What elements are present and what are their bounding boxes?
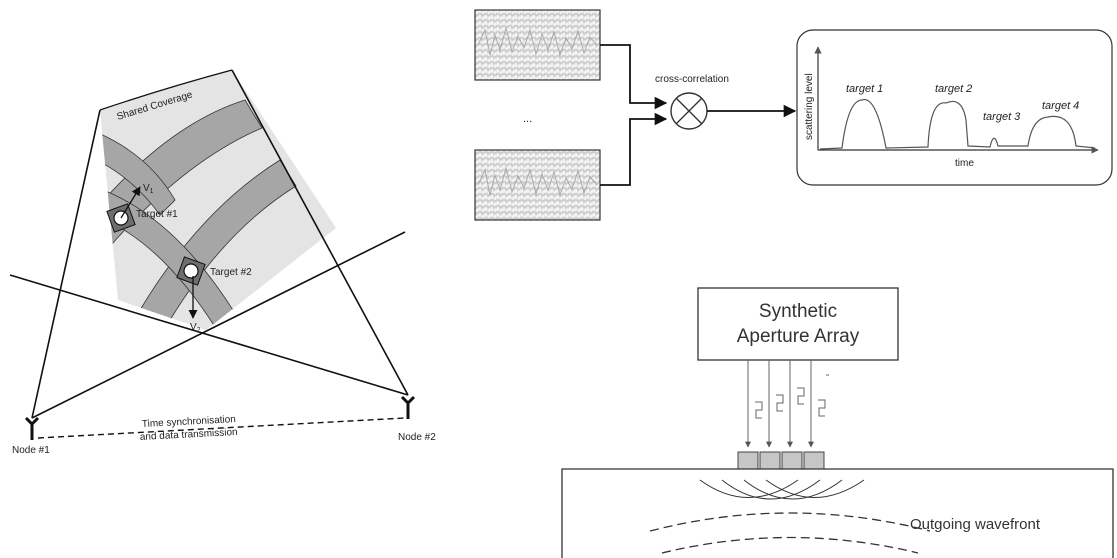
target-3-peak-label: target 3 xyxy=(983,111,1021,123)
node1-beam-right-edge xyxy=(31,231,406,419)
target-2: V2 Target #2 xyxy=(176,256,252,334)
sync-label-line1: Time synchronisation xyxy=(142,414,237,430)
signal-line-bottom xyxy=(600,112,668,186)
x-axis-label: time xyxy=(955,158,974,169)
target-2-label: Target #2 xyxy=(210,267,252,278)
node-1-antenna-icon xyxy=(24,416,40,440)
correlation-output-panel xyxy=(796,29,1113,186)
velocity-arrow-v1 xyxy=(120,186,141,219)
y-axis-label: scattering level xyxy=(804,73,815,140)
target-4-peak-label: target 4 xyxy=(1042,100,1079,112)
node2-beam-right-edge xyxy=(231,69,409,396)
target-1-peak-label: target 1 xyxy=(846,83,883,95)
shared-coverage-region xyxy=(100,70,336,330)
synthetic-aperture-array-box xyxy=(697,287,899,361)
range-band-node2-inner xyxy=(100,119,176,216)
target-2-peak-label: target 2 xyxy=(935,83,972,95)
outgoing-wavefront-lines xyxy=(649,512,931,554)
sync-label-line2: and data transmission xyxy=(140,427,238,443)
node1-beam-left-edge xyxy=(31,109,101,419)
target-1-label: Target #1 xyxy=(136,209,178,220)
synthetic-aperture-diagram: Synthetic Aperture Array xyxy=(561,287,1114,558)
coverage-top-arc xyxy=(99,69,233,111)
array-title-line2: Aperture Array xyxy=(737,326,860,347)
ground-surface xyxy=(561,468,1114,558)
signal-line-top xyxy=(600,44,668,110)
signal-box-top xyxy=(474,9,601,81)
array-title-line1: Synthetic xyxy=(759,301,837,322)
network-diagram: Shared Coverage V1 Target #1 V2 Target #… xyxy=(9,69,436,456)
signal-box-bottom xyxy=(474,149,601,221)
near-field-arcs xyxy=(699,479,865,500)
sync-link-line xyxy=(37,417,406,439)
ellipsis-label: ... xyxy=(523,113,532,125)
node-2-antenna-icon xyxy=(400,395,416,419)
array-feed-lines xyxy=(745,360,829,448)
correlation-diagram: ... cross-correlation scattering level t… xyxy=(474,9,1113,221)
node-1-label: Node #1 xyxy=(12,445,50,456)
node2-beam-left-edge xyxy=(9,274,409,396)
velocity-label-v1: V1 xyxy=(143,183,154,195)
correlation-trace xyxy=(819,99,1096,150)
array-elements xyxy=(737,451,825,470)
node-2-label: Node #2 xyxy=(398,432,436,443)
outgoing-wavefront-label: Outgoing wavefront xyxy=(910,516,1041,533)
cross-correlation-operator-icon xyxy=(670,92,708,130)
cross-correlation-label: cross-correlation xyxy=(655,74,729,85)
velocity-label-v2: V2 xyxy=(190,322,201,334)
target-1: V1 Target #1 xyxy=(106,183,178,233)
